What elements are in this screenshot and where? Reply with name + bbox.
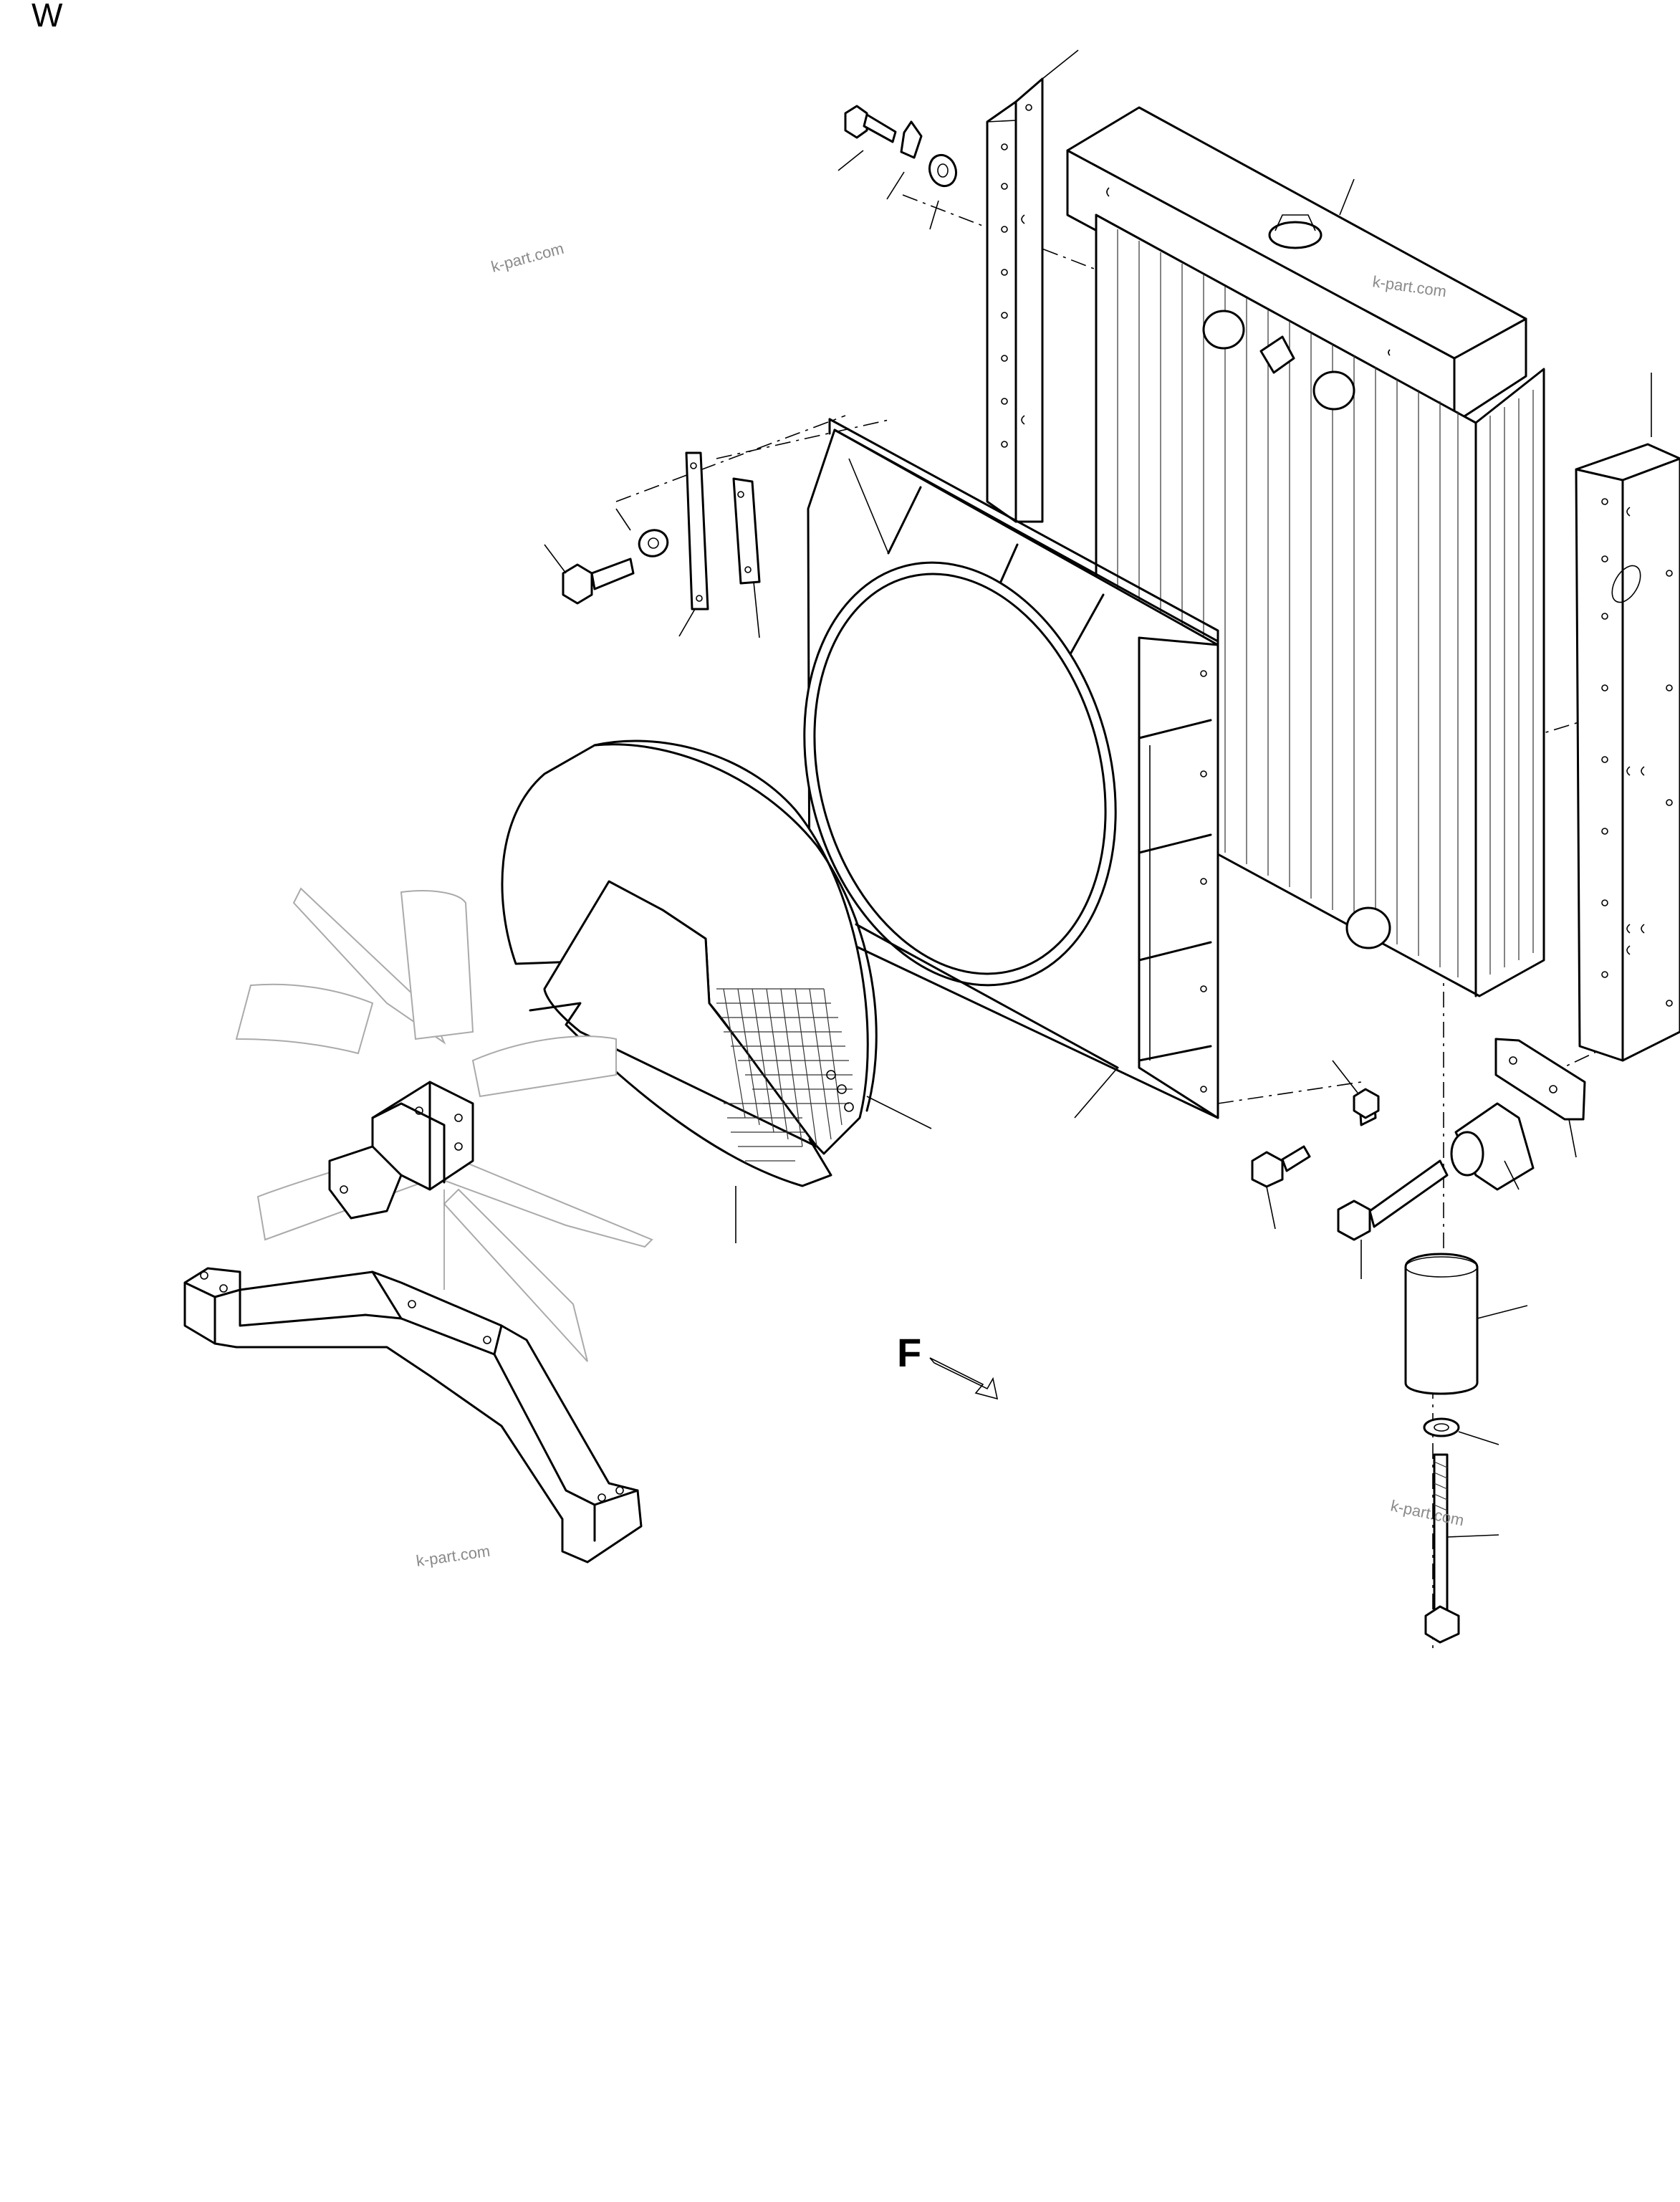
rubber-mounts: [1251, 1038, 1586, 1644]
side-bracket-right: [1575, 443, 1680, 1062]
side-bracket-left: [986, 77, 1044, 523]
cooling-fan: [235, 887, 653, 1362]
leader-lines: [544, 49, 1652, 1538]
watermark-3: k-part.com: [415, 1542, 491, 1570]
mid-bolt-group: [562, 451, 761, 611]
top-bolt-group: [844, 105, 958, 188]
fan-guard: [501, 739, 878, 1187]
direction-label: F: [897, 1330, 921, 1375]
direction-indicator: F: [897, 1330, 999, 1400]
fan-shroud: [803, 418, 1219, 1119]
watermark-1: k-part.com: [489, 239, 566, 276]
fan-support-frame: [183, 1267, 643, 1564]
watermark-4: k-part.com: [1389, 1496, 1466, 1529]
corner-letter: W: [32, 0, 63, 34]
direction-arrow-icon: [929, 1357, 999, 1400]
